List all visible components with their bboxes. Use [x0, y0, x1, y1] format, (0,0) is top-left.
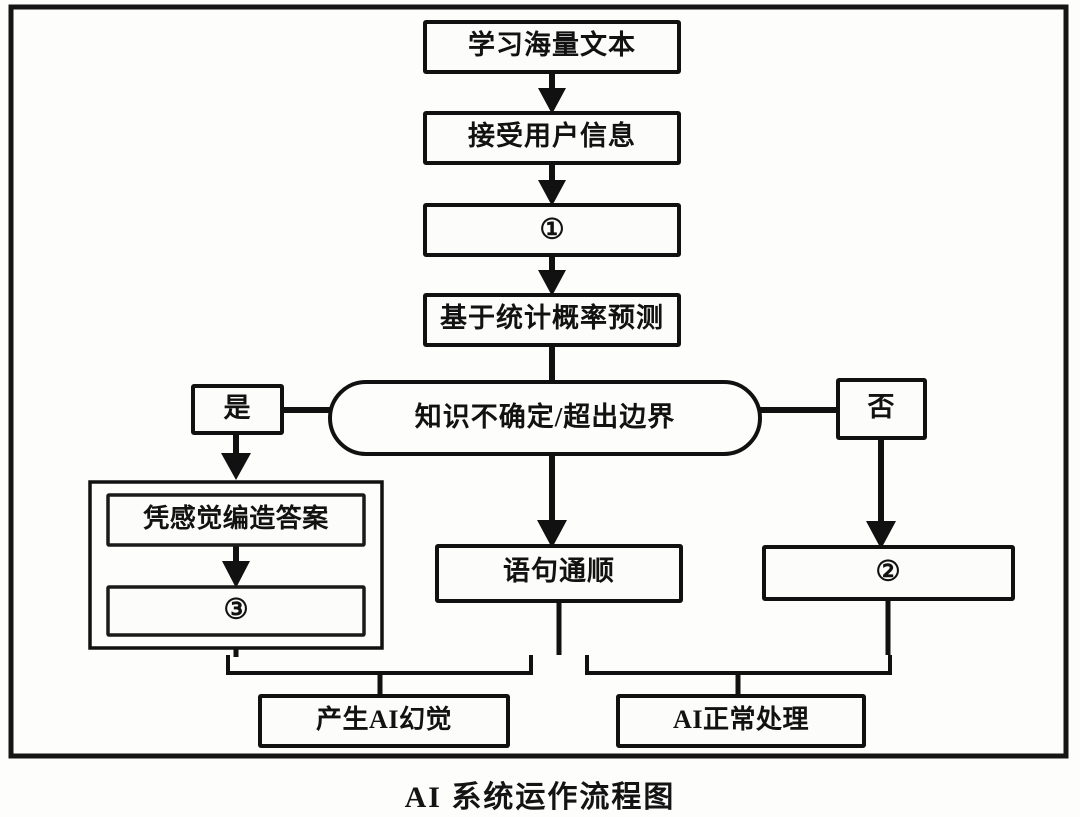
- node-decision-label: 知识不确定/超出边界: [415, 401, 676, 432]
- node-ai-normal[interactable]: [616, 694, 866, 748]
- node-receive-user-info-label: 接受用户信息: [468, 120, 636, 151]
- figure-caption: AI 系统运作流程图: [404, 781, 676, 814]
- edge-receive-to-one: [538, 163, 566, 206]
- node-statistical-prediction[interactable]: [423, 293, 681, 347]
- figure-frame: [8, 4, 1069, 759]
- node-ai-hallucination-label: 产生AI幻觉: [316, 705, 452, 734]
- node-blank-three[interactable]: [106, 585, 366, 637]
- node-learn-corpus-label: 学习海量文本: [468, 29, 636, 60]
- node-blank-two-label: ②: [875, 556, 900, 587]
- node-blank-one-label: ①: [539, 214, 564, 245]
- node-branch-no[interactable]: [836, 378, 927, 440]
- node-fabricate-answer[interactable]: [106, 493, 366, 547]
- node-ai-hallucination[interactable]: [258, 694, 510, 748]
- node-blank-three-label: ③: [223, 594, 248, 625]
- edge-no-to-two: [866, 438, 896, 549]
- edge-learn-to-receive: [538, 72, 566, 114]
- node-blank-one[interactable]: [423, 203, 681, 257]
- node-ai-normal-label: AI正常处理: [673, 705, 809, 734]
- edge-yes-to-fabricate: [221, 433, 251, 480]
- edge-decision-to-fluent: [537, 453, 567, 548]
- node-fluent-sentence-label: 语句通顺: [503, 556, 615, 586]
- node-receive-user-info[interactable]: [423, 111, 681, 165]
- node-branch-yes-label: 是: [224, 393, 251, 423]
- edge-fabricate-to-three: [222, 545, 250, 588]
- node-branch-no-label: 否: [868, 392, 895, 422]
- brace-normal-path: [556, 599, 892, 694]
- node-statistical-prediction-label: 基于统计概率预测: [440, 302, 664, 333]
- node-decision[interactable]: [328, 380, 762, 456]
- edge-one-to-prediction: [538, 255, 566, 296]
- node-branch-yes[interactable]: [191, 384, 284, 435]
- brace-hallucination: [226, 648, 533, 694]
- node-learn-corpus[interactable]: [423, 20, 681, 74]
- node-fabricate-answer-label: 凭感觉编造答案: [142, 503, 329, 533]
